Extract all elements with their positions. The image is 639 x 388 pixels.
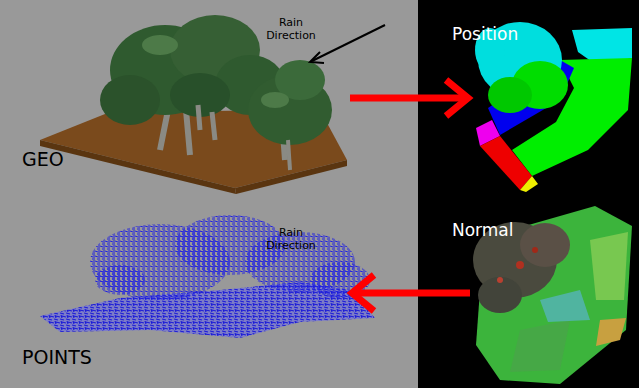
- geo-render: [40, 15, 347, 194]
- flow-arrow: [350, 80, 468, 116]
- direction-note: Rain Direction: [258, 16, 324, 42]
- position-panel: Position: [470, 4, 635, 190]
- panel-title: Position: [452, 24, 518, 44]
- grey-ground: [0, 0, 418, 388]
- flow-arrow: [352, 275, 470, 311]
- points-panel: Rain DirectionPOINTS: [4, 198, 350, 384]
- black-ground: [418, 0, 639, 388]
- rain-arrow: [310, 25, 385, 63]
- points-render: [40, 215, 375, 338]
- panel-title: Normal: [452, 220, 514, 240]
- direction-note: Rain Direction: [258, 226, 324, 252]
- panel-title: GEO: [22, 148, 64, 171]
- normal-panel: Normal: [470, 198, 635, 384]
- geo-panel: Rain DirectionGEO: [4, 4, 350, 190]
- position-render: [475, 22, 632, 192]
- panel-title: POINTS: [22, 346, 92, 369]
